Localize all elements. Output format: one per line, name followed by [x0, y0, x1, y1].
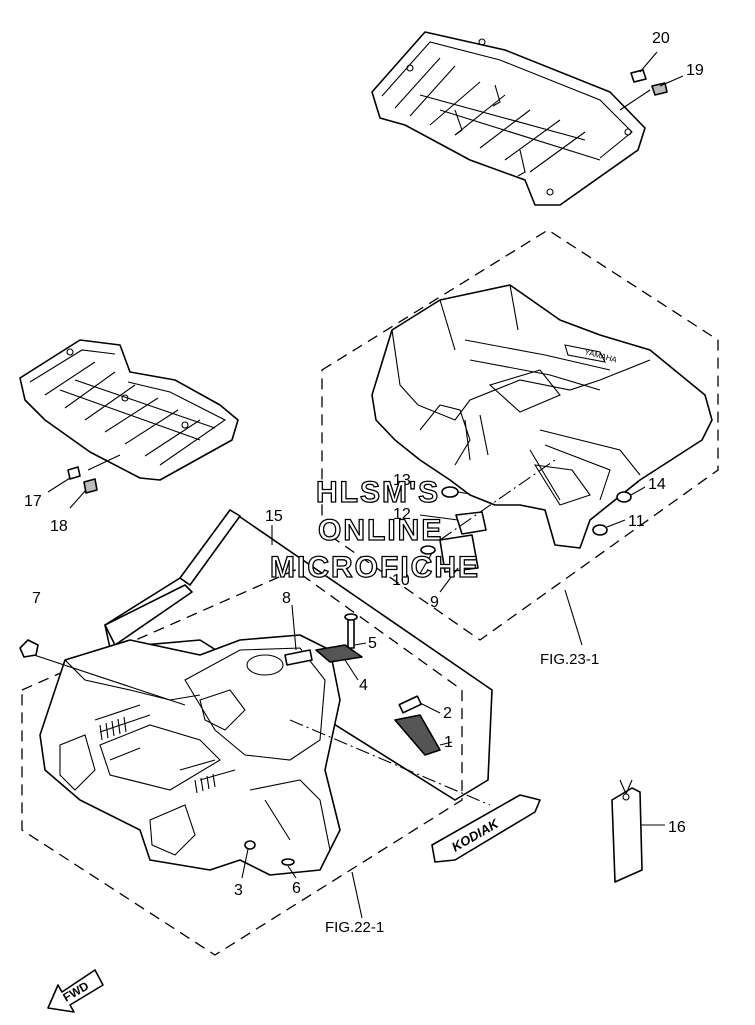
front-fender: [39, 634, 341, 876]
panel-decal-15: [104, 509, 493, 801]
callout-10: 10: [392, 572, 410, 589]
fig-ref-rear: FIG.23-1: [540, 651, 599, 668]
front-carrier: [19, 339, 239, 481]
callout-13: 13: [393, 472, 411, 489]
decal-17-18: [47, 454, 121, 509]
callout-18: 18: [50, 518, 68, 535]
callout-8: 8: [282, 590, 291, 607]
decal-19-20: [619, 51, 684, 111]
callout-5: 5: [368, 635, 377, 652]
watermark-line-2: ONLINE: [318, 514, 443, 547]
callout-labels: 1 2 3 4 5 6 7 8 9 10 11 12 13 14 15 16 1…: [24, 30, 704, 899]
callout-3: 3: [234, 882, 243, 899]
callout-2: 2: [443, 705, 452, 722]
callout-4: 4: [359, 677, 368, 694]
front-fasteners: [19, 604, 491, 919]
tag-16: [611, 779, 665, 883]
callout-12: 12: [393, 506, 411, 523]
kodiak-decal: KODIAK: [431, 794, 541, 863]
callout-1: 1: [444, 734, 453, 751]
callout-20: 20: [652, 30, 670, 47]
watermark: HLSM'S ONLINE MICROFICHE: [269, 475, 480, 584]
watermark-line-3: MICROFICHE: [270, 551, 480, 584]
callout-11: 11: [628, 513, 645, 530]
rear-fender-boundary: [321, 229, 719, 641]
rear-fasteners: [417, 459, 646, 646]
callout-16: 16: [668, 819, 686, 836]
callout-9: 9: [430, 594, 439, 611]
watermark-line-1: HLSM'S: [316, 476, 440, 509]
callout-7: 7: [32, 590, 41, 607]
rear-carrier: [371, 31, 646, 206]
callout-15: 15: [265, 508, 283, 525]
fwd-badge: FWD: [47, 969, 104, 1013]
rear-fender: YAMAHA: [371, 284, 713, 549]
callout-14: 14: [648, 476, 666, 493]
fig-ref-front: FIG.22-1: [325, 919, 384, 936]
callout-17: 17: [24, 493, 42, 510]
callout-6: 6: [292, 880, 301, 897]
front-fender-boundary: [21, 569, 463, 956]
callout-19: 19: [686, 62, 704, 79]
